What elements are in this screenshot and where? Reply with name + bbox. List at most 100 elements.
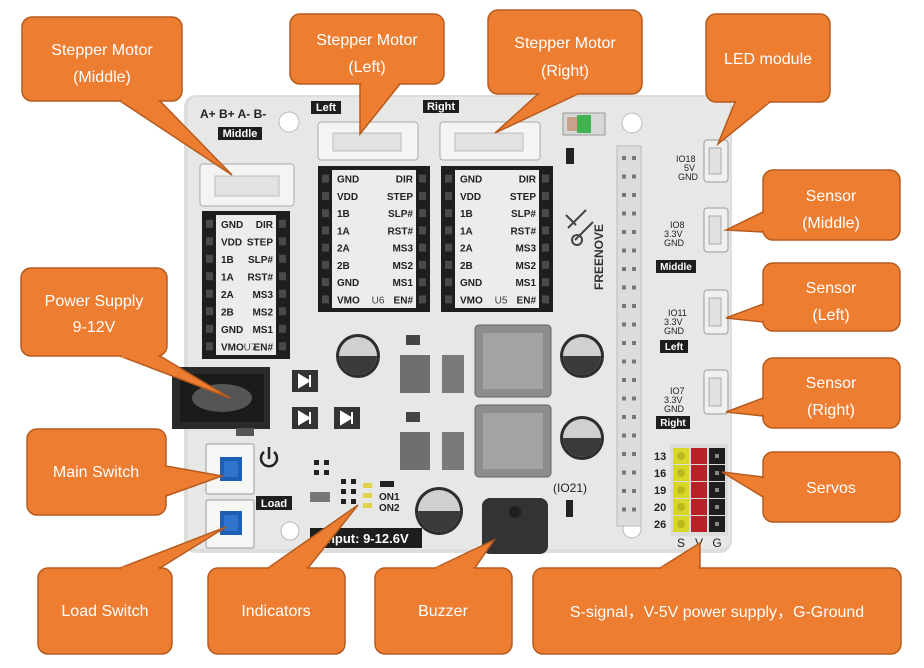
header-pin (632, 415, 636, 419)
driver-pin-label: MS1 (392, 278, 413, 289)
header-pin (622, 397, 626, 401)
load-tag: Load (261, 498, 287, 510)
driver-pin-label: VDD (460, 192, 481, 203)
driver-pin-label: VDD (337, 192, 358, 203)
servo-power-pin (691, 465, 707, 481)
header-pin (632, 397, 636, 401)
driver-pin-label: VMO (460, 295, 483, 306)
driver-pin-label: GND (460, 175, 482, 186)
header-pin (622, 452, 626, 456)
header-pin (622, 508, 626, 512)
callout-text: Stepper Motor (514, 35, 616, 52)
header-pin (622, 323, 626, 327)
callout-text: (Middle) (802, 215, 860, 232)
driver-pin-label: MS3 (515, 244, 536, 255)
callout-text: Buzzer (418, 603, 468, 620)
driver-pin-label: DIR (396, 175, 414, 186)
diode (334, 407, 360, 429)
label-left-tag: Left (316, 102, 337, 114)
io8-gnd: GND (664, 238, 685, 248)
header-pin (632, 452, 636, 456)
diode (292, 407, 318, 429)
driver-pin-label: STEP (387, 192, 413, 203)
label-middle-tag: Middle (223, 128, 258, 140)
io11-gnd: GND (664, 326, 685, 336)
header-pin (632, 360, 636, 364)
io7-gnd: GND (664, 404, 685, 414)
header-pin (632, 230, 636, 234)
callout-servos: Servos (722, 452, 900, 522)
sensor-middle-tag: Middle (660, 262, 692, 273)
mount-hole (622, 113, 642, 133)
servo-pin-label: 20 (654, 502, 666, 514)
header-pin (632, 434, 636, 438)
driver-pin-label: 2A (337, 244, 350, 255)
io21-label: (IO21) (553, 481, 587, 495)
sensor-right-tag: Right (660, 418, 686, 429)
header-pin (632, 323, 636, 327)
header-pin (632, 156, 636, 160)
header-pin (632, 489, 636, 493)
driver-pin-label: 2B (460, 261, 473, 272)
driver-pin-label: 1A (460, 226, 473, 237)
driver-pin-label: GND (460, 278, 482, 289)
header-pin (622, 471, 626, 475)
regulator-chip (442, 432, 464, 470)
driver-pin-label: GND (221, 220, 243, 231)
driver-block-u6: GNDDIRVDDSTEP1BSLP#1ARST#2AMS32BMS2GNDMS… (318, 166, 430, 312)
driver-block-u5: GNDDIRVDDSTEP1BSLP#1ARST#2AMS32BMS2GNDMS… (441, 166, 553, 312)
driver-pin-label: GND (221, 325, 243, 336)
driver-pin-label: EN# (517, 295, 537, 306)
regulator-chip (442, 355, 464, 393)
driver-pin-label: SLP# (248, 255, 273, 266)
driver-pin-label: 2B (221, 307, 234, 318)
diode (292, 370, 318, 392)
driver-pin-label: 1B (460, 209, 473, 220)
capacitor (560, 334, 604, 378)
header-pin (632, 341, 636, 345)
driver-pin-label: 2A (221, 290, 234, 301)
servo-power-pin (691, 448, 707, 464)
callout-text: Stepper Motor (316, 32, 418, 49)
driver-pin-label: MS2 (252, 307, 273, 318)
load-switch[interactable] (206, 500, 254, 548)
capacitor (336, 334, 380, 378)
header-pin (632, 212, 636, 216)
main-switch[interactable] (206, 444, 254, 494)
callout-text: Sensor (806, 188, 857, 205)
driver-pin-label: STEP (510, 192, 536, 203)
header-pin (622, 415, 626, 419)
servo-power-pin (691, 516, 707, 532)
label-abab: A+ B+ A- B- (200, 107, 266, 121)
driver-id-label: U5 (495, 295, 508, 306)
driver-pin-label: VDD (221, 237, 242, 248)
driver-pin-label: MS2 (392, 261, 413, 272)
driver-pin-label: 1A (221, 272, 234, 283)
header-pin (622, 286, 626, 290)
callout-buzzer: Buzzer (375, 540, 512, 654)
header-pin (622, 156, 626, 160)
driver-pin-label: GND (337, 175, 359, 186)
driver-pin-label: RST# (387, 226, 413, 237)
callout-text: Main Switch (53, 464, 139, 481)
header-pin (622, 267, 626, 271)
header-pin (622, 360, 626, 364)
header-pin (632, 249, 636, 253)
header-pin (632, 471, 636, 475)
callout-text: (Right) (541, 63, 589, 80)
servo-pin-label: 26 (654, 519, 666, 531)
header-pin (632, 508, 636, 512)
driver-id-label: U6 (372, 295, 385, 306)
header-pin (632, 267, 636, 271)
driver-pin-label: RST# (510, 226, 536, 237)
label-right-tag: Right (427, 101, 455, 113)
header-pin (622, 193, 626, 197)
header-pin (632, 286, 636, 290)
callout-text: Indicators (241, 603, 310, 620)
driver-pin-label: MS3 (392, 244, 413, 255)
header-pin (622, 489, 626, 493)
callout-sensor-left: Sensor(Left) (726, 263, 900, 331)
driver-pin-label: MS1 (515, 278, 536, 289)
header-pin (622, 175, 626, 179)
servo-power-pin (691, 499, 707, 515)
